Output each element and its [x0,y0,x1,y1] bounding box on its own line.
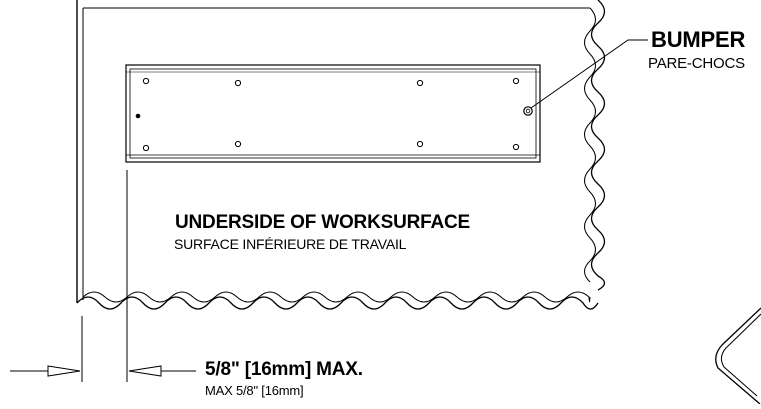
screw-hole [416,140,424,148]
dimension-label-fr: MAX 5/8" [16mm] [205,383,304,398]
screw-hole [142,77,150,85]
screw-hole [512,143,520,151]
bumper-label: BUMPER [651,27,746,52]
surface-label-fr: SURFACE INFÉRIEURE DE TRAVAIL [174,236,407,252]
adjacent-part-corner-inner [720,313,761,397]
screw-hole [135,113,141,119]
mounting-rail [125,64,541,163]
break-line-right-inner [584,7,596,283]
screw-hole [234,140,242,148]
bumper-label-fr: PARE-CHOCS [648,55,745,72]
bumper-leader-line [530,39,648,109]
break-line-bottom-outer [76,296,599,310]
break-line-bottom-inner [82,291,591,303]
bumper-icon [523,106,533,116]
screw-hole [512,77,520,85]
screw-hole [416,79,424,87]
break-line-right-outer [590,0,606,291]
dimension-arrow-right-icon [10,365,81,377]
dimension-label: 5/8" [16mm] MAX. [205,359,363,380]
screw-hole [142,144,150,152]
surface-label: UNDERSIDE OF WORKSURFACE [175,212,470,233]
screw-hole [234,79,242,87]
adjacent-part-corner [715,307,761,405]
dimension-arrow-left-icon [128,365,196,377]
screw-holes [135,77,520,152]
